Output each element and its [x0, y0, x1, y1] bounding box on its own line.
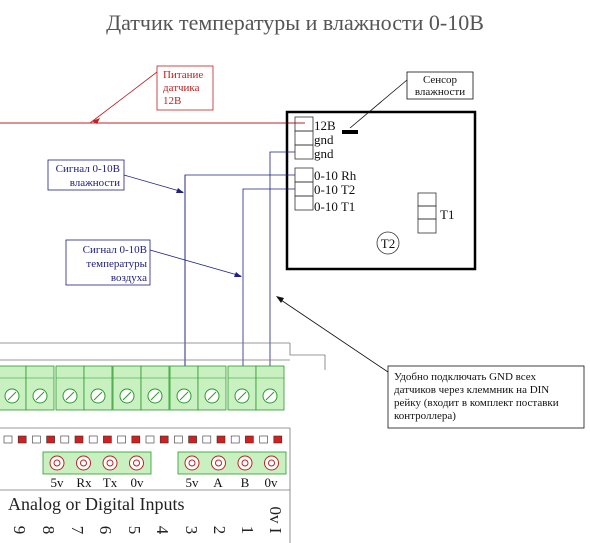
svg-text:Питание: Питание [163, 69, 203, 81]
svg-text:Сигнал 0-10В: Сигнал 0-10В [56, 163, 120, 175]
status-led [17, 435, 27, 444]
sensor-box [285, 110, 477, 271]
controller-outline [0, 342, 326, 543]
input-number: 4 [153, 526, 172, 535]
status-led [3, 435, 13, 444]
bus-label: 5v [51, 475, 65, 490]
status-led [117, 435, 126, 444]
terminal-gnd1-label: gnd [314, 132, 334, 147]
status-led [46, 435, 55, 444]
svg-text:12В: 12В [163, 95, 181, 107]
screw-terminal [197, 365, 227, 411]
status-led [188, 435, 197, 444]
status-led [131, 435, 141, 444]
screw-terminal [140, 365, 170, 411]
svg-text:датчика: датчика [163, 82, 200, 94]
status-led [202, 435, 212, 444]
input-number: 6 [96, 526, 115, 535]
controller-comm-connectors [42, 451, 287, 475]
ov-label: 0v I [266, 507, 285, 534]
controller-led-row [3, 435, 283, 444]
status-led [103, 435, 112, 444]
status-led [259, 435, 268, 444]
svg-text:влажности: влажности [70, 177, 120, 189]
status-led [60, 435, 70, 444]
bus-label: 0v [265, 475, 279, 490]
input-number: 7 [68, 526, 87, 535]
status-led [145, 435, 155, 444]
svg-text:Удобно подключать GND всех: Удобно подключать GND всех [394, 371, 537, 383]
screw-terminal [25, 365, 55, 411]
svg-text:воздуха: воздуха [111, 272, 147, 284]
terminal-rh-label: 0-10 Rh [314, 168, 357, 183]
screw-terminal [227, 365, 257, 411]
comm-connector [42, 451, 152, 475]
sensor-terminal-block-bottom: 0-10 Rh 0-10 T2 0-10 T1 [294, 167, 357, 214]
power-callout: Питание датчика 12В [156, 65, 214, 111]
power-line [0, 71, 305, 124]
t1-sensor-element: T1 [417, 192, 454, 234]
screw-terminal [255, 365, 285, 411]
bus-label: Rx [76, 475, 92, 490]
screw-terminal [112, 365, 142, 411]
status-led [74, 435, 84, 444]
input-number: 2 [210, 526, 229, 535]
input-number: 3 [182, 526, 201, 535]
input-number: 1 [238, 526, 257, 535]
sensor-terminal-block-top: 12В gnd gnd [294, 116, 336, 161]
status-led [32, 435, 41, 444]
humidity-sensor-callout: Сенсор влажности [342, 71, 474, 134]
terminal-12v-label: 12В [314, 118, 336, 133]
svg-text:T2: T2 [381, 236, 395, 251]
status-led [88, 435, 98, 444]
svg-text:температуры: температуры [86, 258, 147, 270]
t2-sensor-element: T2 [376, 231, 400, 255]
humidity-sensor-element [342, 130, 358, 134]
input-number: 5 [125, 526, 144, 535]
svg-text:T1: T1 [440, 207, 454, 222]
signal-temp-callout: Сигнал 0-10В температуры воздуха [65, 239, 242, 286]
signal-humidity-callout: Сигнал 0-10В влажности [47, 159, 184, 193]
terminal-t2-label: 0-10 T2 [314, 182, 355, 197]
svg-text:Сенсор: Сенсор [423, 74, 458, 86]
svg-text:Сигнал 0-10В: Сигнал 0-10В [83, 244, 147, 256]
status-led [273, 435, 283, 444]
svg-text:датчиков через клеммник на DIN: датчиков через клеммник на DIN [394, 384, 549, 396]
screw-terminal [0, 365, 27, 411]
signal-wires [184, 151, 295, 395]
controller-terminal-row [0, 365, 285, 411]
status-led [216, 435, 226, 444]
diagram-title: Датчик температуры и влажности 0-10В [106, 10, 484, 35]
comm-connector [177, 451, 287, 475]
bus-label: A [213, 475, 223, 490]
status-led [230, 435, 240, 444]
svg-text:влажности: влажности [415, 86, 465, 98]
bus-label: Tx [103, 475, 118, 490]
bus-label: 0v [131, 475, 145, 490]
input-number: 9 [10, 526, 29, 535]
svg-text:контроллера): контроллера) [394, 410, 456, 422]
screw-terminal [169, 365, 199, 411]
terminal-gnd2-label: gnd [314, 146, 334, 161]
input-number: 8 [39, 526, 58, 535]
bus-label: B [241, 475, 250, 490]
status-led [245, 435, 254, 444]
bus-label: 5v [186, 475, 200, 490]
screw-terminal [55, 365, 85, 411]
gnd-note-callout: Удобно подключать GND всех датчиков чере… [276, 296, 585, 429]
bus-labels: 5v Rx Tx 0v 5v A B 0v [51, 475, 279, 490]
status-led [174, 435, 183, 444]
inputs-label: Analog or Digital Inputs [8, 494, 184, 514]
svg-text:рейку (входит в комплект поста: рейку (входит в комплект поставки [394, 397, 559, 409]
terminal-t1-label: 0-10 T1 [314, 199, 355, 214]
status-led [159, 435, 169, 444]
screw-terminal [83, 365, 113, 411]
